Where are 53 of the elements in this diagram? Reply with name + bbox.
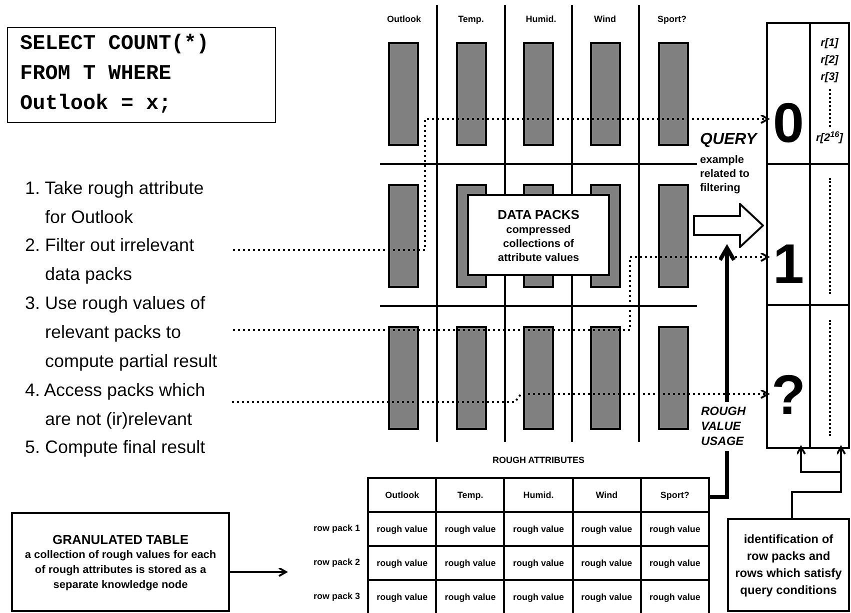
row-label: r[2$^{16}$] — [816, 130, 843, 146]
box-description: compressed collections of attribute values — [496, 222, 580, 264]
box-title: GRANULATED TABLE — [52, 531, 188, 548]
rough-value: rough value — [436, 512, 504, 546]
list-item: 3. Use rough values of relevant packs to compute partial result — [25, 289, 231, 376]
box-title: DATA PACKS — [498, 206, 580, 222]
rough-value: rough value — [368, 546, 436, 580]
column-header: Humid. — [504, 478, 573, 512]
dotted-arrow — [232, 389, 769, 403]
table-title: ROUGH ATTRIBUTES — [492, 454, 586, 466]
column-header: Wind — [572, 478, 641, 512]
row-pack-label: row pack 1 — [312, 522, 360, 534]
rough-value: rough value — [640, 512, 709, 546]
result-table — [766, 22, 850, 449]
column-header: Humid. — [524, 13, 558, 25]
rough-value: rough value — [368, 580, 436, 613]
dotted-arrow — [233, 252, 769, 331]
column-header: Sport? — [640, 478, 709, 512]
list-item: 2. Filter out irrelevant data packs — [25, 231, 231, 289]
info-box: identification of row packs and rows which satisfy query conditions — [727, 518, 850, 612]
column-header: Outlook — [386, 13, 422, 25]
column-header: Temp. — [436, 478, 504, 512]
callout-box — [467, 194, 610, 276]
rough-value: rough value — [436, 546, 504, 580]
list-item: 5. Compute final result — [25, 436, 206, 459]
rough-value: rough value — [504, 512, 573, 546]
rough-value: rough value — [572, 512, 641, 546]
query-title: QUERY — [700, 130, 759, 150]
list-item: 4. Access packs which are not (ir)relevant — [25, 376, 231, 434]
column-header: Temp. — [457, 13, 485, 25]
result-cell: ? — [768, 306, 811, 447]
arrow — [230, 567, 287, 577]
row-label: r[1] — [820, 36, 838, 51]
column-header: Outlook — [368, 478, 436, 512]
rough-value: rough value — [572, 546, 641, 580]
dotted-arrow — [233, 114, 769, 251]
sql-query-box: SELECT COUNT(*) FROM T WHERE Outlook = x; — [7, 27, 276, 123]
list-item: 1. Take rough attribute for Outlook — [25, 177, 205, 229]
query-note: example related to filtering — [700, 153, 751, 195]
rough-value: rough value — [368, 512, 436, 546]
row-pack-label: row pack 3 — [312, 590, 360, 602]
column-header: Wind — [593, 13, 617, 25]
result-cell: 1 — [768, 165, 811, 306]
row-pack-label: row pack 2 — [312, 556, 360, 568]
row-label: r[2] — [820, 53, 838, 68]
block-arrow — [693, 203, 764, 248]
column-header: Sport? — [656, 13, 688, 25]
box-description: a collection of rough values for each of rough attributes is stored as a separate knowledge node — [24, 548, 218, 593]
result-cell: 0 — [768, 24, 811, 165]
rough-value: rough value — [640, 546, 709, 580]
rough-value: rough value — [504, 546, 573, 580]
info-box — [11, 512, 230, 612]
row-label: r[3] — [820, 70, 838, 85]
